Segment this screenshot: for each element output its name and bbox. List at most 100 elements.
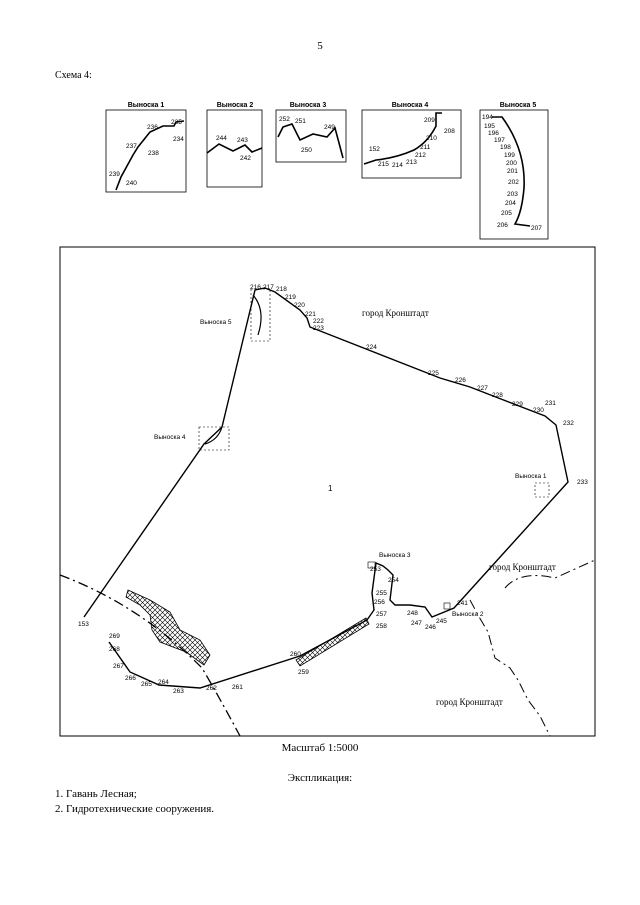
point-230: 230 [533, 407, 544, 414]
point-240: 240 [126, 180, 137, 187]
point-194: 194 [482, 114, 493, 121]
point-197: 197 [494, 137, 505, 144]
scheme-title: Схема 4: [55, 70, 92, 81]
point-229: 229 [512, 401, 523, 408]
point-244: 244 [216, 135, 227, 142]
point-252: 252 [279, 116, 290, 123]
point-263: 263 [173, 688, 184, 695]
callout-box-3 [367, 561, 376, 569]
point-210: 210 [426, 135, 437, 142]
point-255: 255 [376, 590, 387, 597]
point-225: 225 [428, 370, 439, 377]
point-247: 247 [411, 620, 422, 627]
point-198: 198 [500, 144, 511, 151]
point-204: 204 [505, 200, 516, 207]
point-217: 217 [263, 284, 274, 291]
hydro-structure-south [295, 617, 370, 667]
point-200: 200 [506, 160, 517, 167]
inset-4-title: Выноска 4 [392, 102, 429, 109]
city-label-south: город Кронштадт [436, 697, 503, 707]
point-264: 264 [158, 679, 169, 686]
page-number: 5 [317, 40, 323, 52]
point-261: 261 [232, 684, 243, 691]
point-267: 267 [113, 663, 124, 670]
parcel-boundary [83, 287, 569, 689]
callout-label-2: Выноска 2 [452, 611, 484, 618]
callout-box-1 [534, 482, 550, 498]
map-scale: Масштаб 1:5000 [281, 742, 359, 754]
point-227: 227 [477, 385, 488, 392]
point-226: 226 [455, 377, 466, 384]
point-212: 212 [415, 152, 426, 159]
callout-label-4: Выноска 4 [154, 434, 186, 441]
point-206: 206 [497, 222, 508, 229]
dashed-boundary-east [504, 559, 596, 589]
point-153: 153 [78, 621, 89, 628]
point-224: 224 [366, 344, 377, 351]
point-203: 203 [507, 191, 518, 198]
point-218: 218 [276, 286, 287, 293]
point-205: 205 [501, 210, 512, 217]
point-219: 219 [285, 294, 296, 301]
point-266: 266 [125, 675, 136, 682]
point-196: 196 [488, 130, 499, 137]
dashed-boundary-west [59, 574, 241, 737]
point-237: 237 [126, 143, 137, 150]
point-242: 242 [240, 155, 251, 162]
explication-item-1: 1. Гавань Лесная; [55, 788, 137, 800]
point-236: 236 [147, 124, 158, 131]
point-238: 238 [148, 150, 159, 157]
inset-3: Выноска 3 252 251 249 250 [275, 102, 347, 163]
callout-box-5 [250, 288, 271, 342]
callout-box-2 [443, 602, 451, 610]
point-202: 202 [508, 179, 519, 186]
point-152: 152 [369, 146, 380, 153]
explication-title: Экспликация: [287, 772, 353, 784]
point-232: 232 [563, 420, 574, 427]
point-259: 259 [298, 669, 309, 676]
hydro-structure-west [125, 589, 211, 666]
point-256: 256 [374, 599, 385, 606]
point-207: 207 [531, 225, 542, 232]
point-248: 248 [407, 610, 418, 617]
inset-2: Выноска 2 244 243 242 [206, 102, 263, 188]
callout-label-1: Выноска 1 [515, 473, 547, 480]
point-246: 246 [425, 624, 436, 631]
inset-4: Выноска 4 209 208 210 211 212 213 214 21… [361, 102, 462, 179]
point-243: 243 [237, 137, 248, 144]
point-228: 228 [492, 392, 503, 399]
point-199: 199 [504, 152, 515, 159]
city-label-east: город Кронштадт [489, 562, 556, 572]
point-258: 258 [376, 623, 387, 630]
city-label-north: город Кронштадт [362, 308, 429, 318]
point-233: 233 [577, 479, 588, 486]
point-220: 220 [294, 302, 305, 309]
main-map: 1 город Кронштадт город Кронштадт город … [59, 246, 596, 737]
point-241: 241 [457, 600, 468, 607]
point-253: 253 [370, 566, 381, 573]
zone-label: 1 [328, 484, 333, 493]
dashed-boundary-south [469, 599, 551, 737]
point-257: 257 [376, 611, 387, 618]
callout-box-4 [198, 426, 230, 451]
point-251: 251 [295, 118, 306, 125]
point-239: 239 [109, 171, 120, 178]
point-245: 245 [436, 618, 447, 625]
point-208: 208 [444, 128, 455, 135]
inset-5-title: Выноска 5 [500, 102, 537, 109]
point-265: 265 [141, 681, 152, 688]
point-231: 231 [545, 400, 556, 407]
explication-item-2: 2. Гидротехнические сооружения. [55, 803, 215, 815]
inset-3-title: Выноска 3 [290, 102, 327, 109]
point-211: 211 [420, 144, 431, 151]
callout-label-3: Выноска 3 [379, 552, 411, 559]
point-201: 201 [507, 168, 518, 175]
point-214: 214 [392, 162, 403, 169]
point-249: 249 [324, 124, 335, 131]
point-262: 262 [206, 685, 217, 692]
callout-label-5: Выноска 5 [200, 319, 232, 326]
point-222: 222 [313, 318, 324, 325]
point-213: 213 [406, 159, 417, 166]
inset-2-title: Выноска 2 [217, 102, 254, 109]
